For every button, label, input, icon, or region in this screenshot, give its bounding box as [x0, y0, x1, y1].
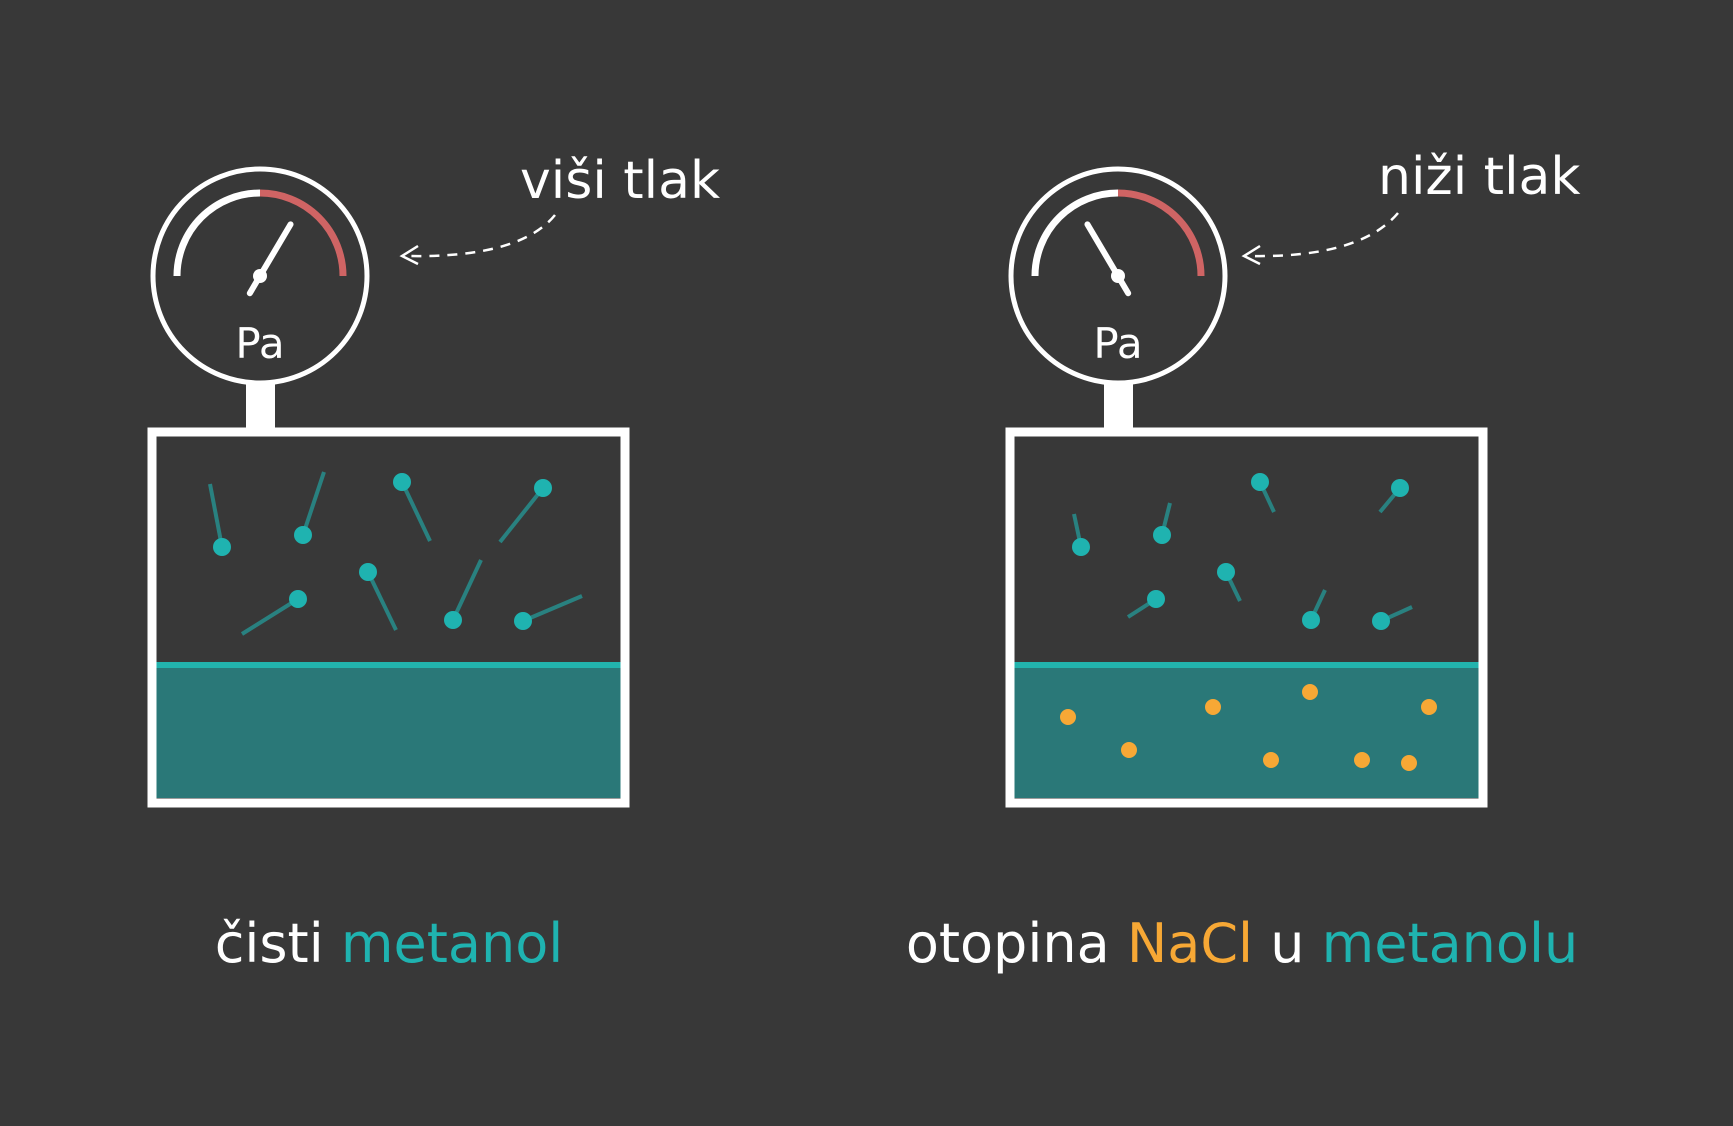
molecule-trail	[400, 481, 432, 542]
right-caption-solvent: metanolu	[1322, 912, 1579, 975]
molecule-trail	[240, 597, 300, 636]
methanol-molecule	[1391, 479, 1409, 497]
methanol-molecule	[1217, 563, 1235, 581]
left-vapor-molecules	[208, 471, 583, 636]
molecule-trail	[451, 559, 483, 621]
left-gauge-stem	[246, 378, 275, 430]
methanol-molecule	[444, 611, 462, 629]
left-annotation-arrow	[407, 214, 556, 258]
methanol-molecule	[1372, 612, 1390, 630]
right-gauge-pivot	[1111, 269, 1125, 283]
nacl-ion	[1262, 751, 1280, 769]
nacl-ion	[1301, 683, 1319, 701]
right-gauge-scale-arc	[1031, 189, 1119, 277]
methanol-molecule	[294, 526, 312, 544]
molecule-trail	[301, 471, 326, 536]
right-vapor-molecules	[1072, 473, 1413, 630]
methanol-molecule	[289, 590, 307, 608]
left-pressure-gauge: Pa	[150, 166, 370, 430]
left-container	[147, 427, 630, 808]
molecule-trail	[208, 483, 224, 548]
left-gauge-scale-arc	[173, 189, 261, 277]
right-annotation-arrowhead	[1241, 244, 1261, 266]
methanol-molecule	[1153, 526, 1171, 544]
methanol-molecule	[1147, 590, 1165, 608]
right-caption-plain: otopina	[906, 912, 1127, 975]
molecule-trail	[366, 571, 398, 631]
methanol-molecule	[1072, 538, 1090, 556]
right-gauge-stem	[1104, 378, 1133, 430]
nacl-ion	[1420, 698, 1438, 716]
right-solute-ions	[1059, 683, 1438, 772]
methanol-molecule	[534, 479, 552, 497]
left-gauge-high-zone	[259, 189, 347, 277]
nacl-ion	[1059, 708, 1077, 726]
nacl-ion	[1120, 741, 1138, 759]
left-caption-solvent: metanol	[341, 912, 563, 975]
nacl-ion	[1353, 751, 1371, 769]
methanol-molecule	[1251, 473, 1269, 491]
right-container	[1005, 427, 1488, 808]
molecule-trail	[498, 486, 545, 544]
left-pressure-annotation: viši tlak	[520, 151, 720, 211]
left-caption-plain: čisti	[215, 912, 341, 975]
right-panel: Pa niži tlak	[906, 147, 1581, 975]
nacl-ion	[1400, 754, 1418, 772]
right-gauge-high-zone	[1117, 189, 1205, 277]
right-annotation-arrow	[1249, 212, 1399, 258]
left-panel: Pa viši tlak	[147, 151, 720, 975]
methanol-molecule	[514, 612, 532, 630]
left-gauge-pivot	[253, 269, 267, 283]
molecule-trail	[522, 594, 583, 623]
right-pressure-annotation: niži tlak	[1378, 147, 1581, 207]
right-liquid	[1010, 664, 1483, 798]
left-caption: čisti metanol	[215, 912, 564, 975]
right-caption: otopina NaCl u metanolu	[906, 912, 1578, 975]
left-gauge-unit: Pa	[235, 319, 284, 368]
methanol-molecule	[213, 538, 231, 556]
left-liquid	[152, 664, 625, 798]
methanol-molecule	[359, 563, 377, 581]
left-annotation-arrowhead	[399, 244, 419, 266]
methanol-molecule	[1302, 611, 1320, 629]
right-caption-plain-u: u	[1253, 912, 1322, 975]
nacl-ion	[1204, 698, 1222, 716]
right-caption-solute: NaCl	[1127, 912, 1253, 975]
right-gauge-unit: Pa	[1093, 319, 1142, 368]
methanol-molecule	[393, 473, 411, 491]
right-pressure-gauge: Pa	[1008, 166, 1228, 430]
